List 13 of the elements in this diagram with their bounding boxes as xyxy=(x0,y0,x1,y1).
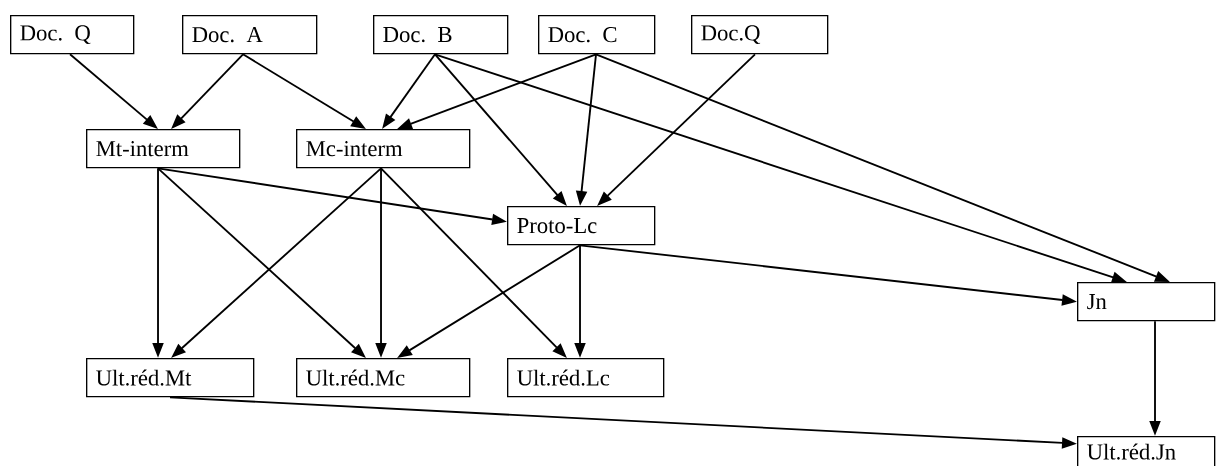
document-box: Doc. B xyxy=(373,15,509,55)
document-box: Proto-Lc xyxy=(507,206,656,246)
document-box: Ult.réd.Mt xyxy=(86,358,255,398)
document-box: Jn xyxy=(1077,282,1216,322)
document-box: Ult.réd.Jn xyxy=(1077,436,1216,466)
document-box: Mc-interm xyxy=(296,129,471,169)
document-box: Doc.Q xyxy=(691,15,829,55)
document-box: Doc. A xyxy=(182,15,318,55)
document-box: Ult.réd.Mc xyxy=(296,358,471,398)
document-box: Mt-interm xyxy=(86,129,241,169)
document-box: Doc. Q xyxy=(10,15,135,55)
document-box: Ult.réd.Lc xyxy=(507,358,665,398)
document-box: Doc. C xyxy=(538,15,656,55)
